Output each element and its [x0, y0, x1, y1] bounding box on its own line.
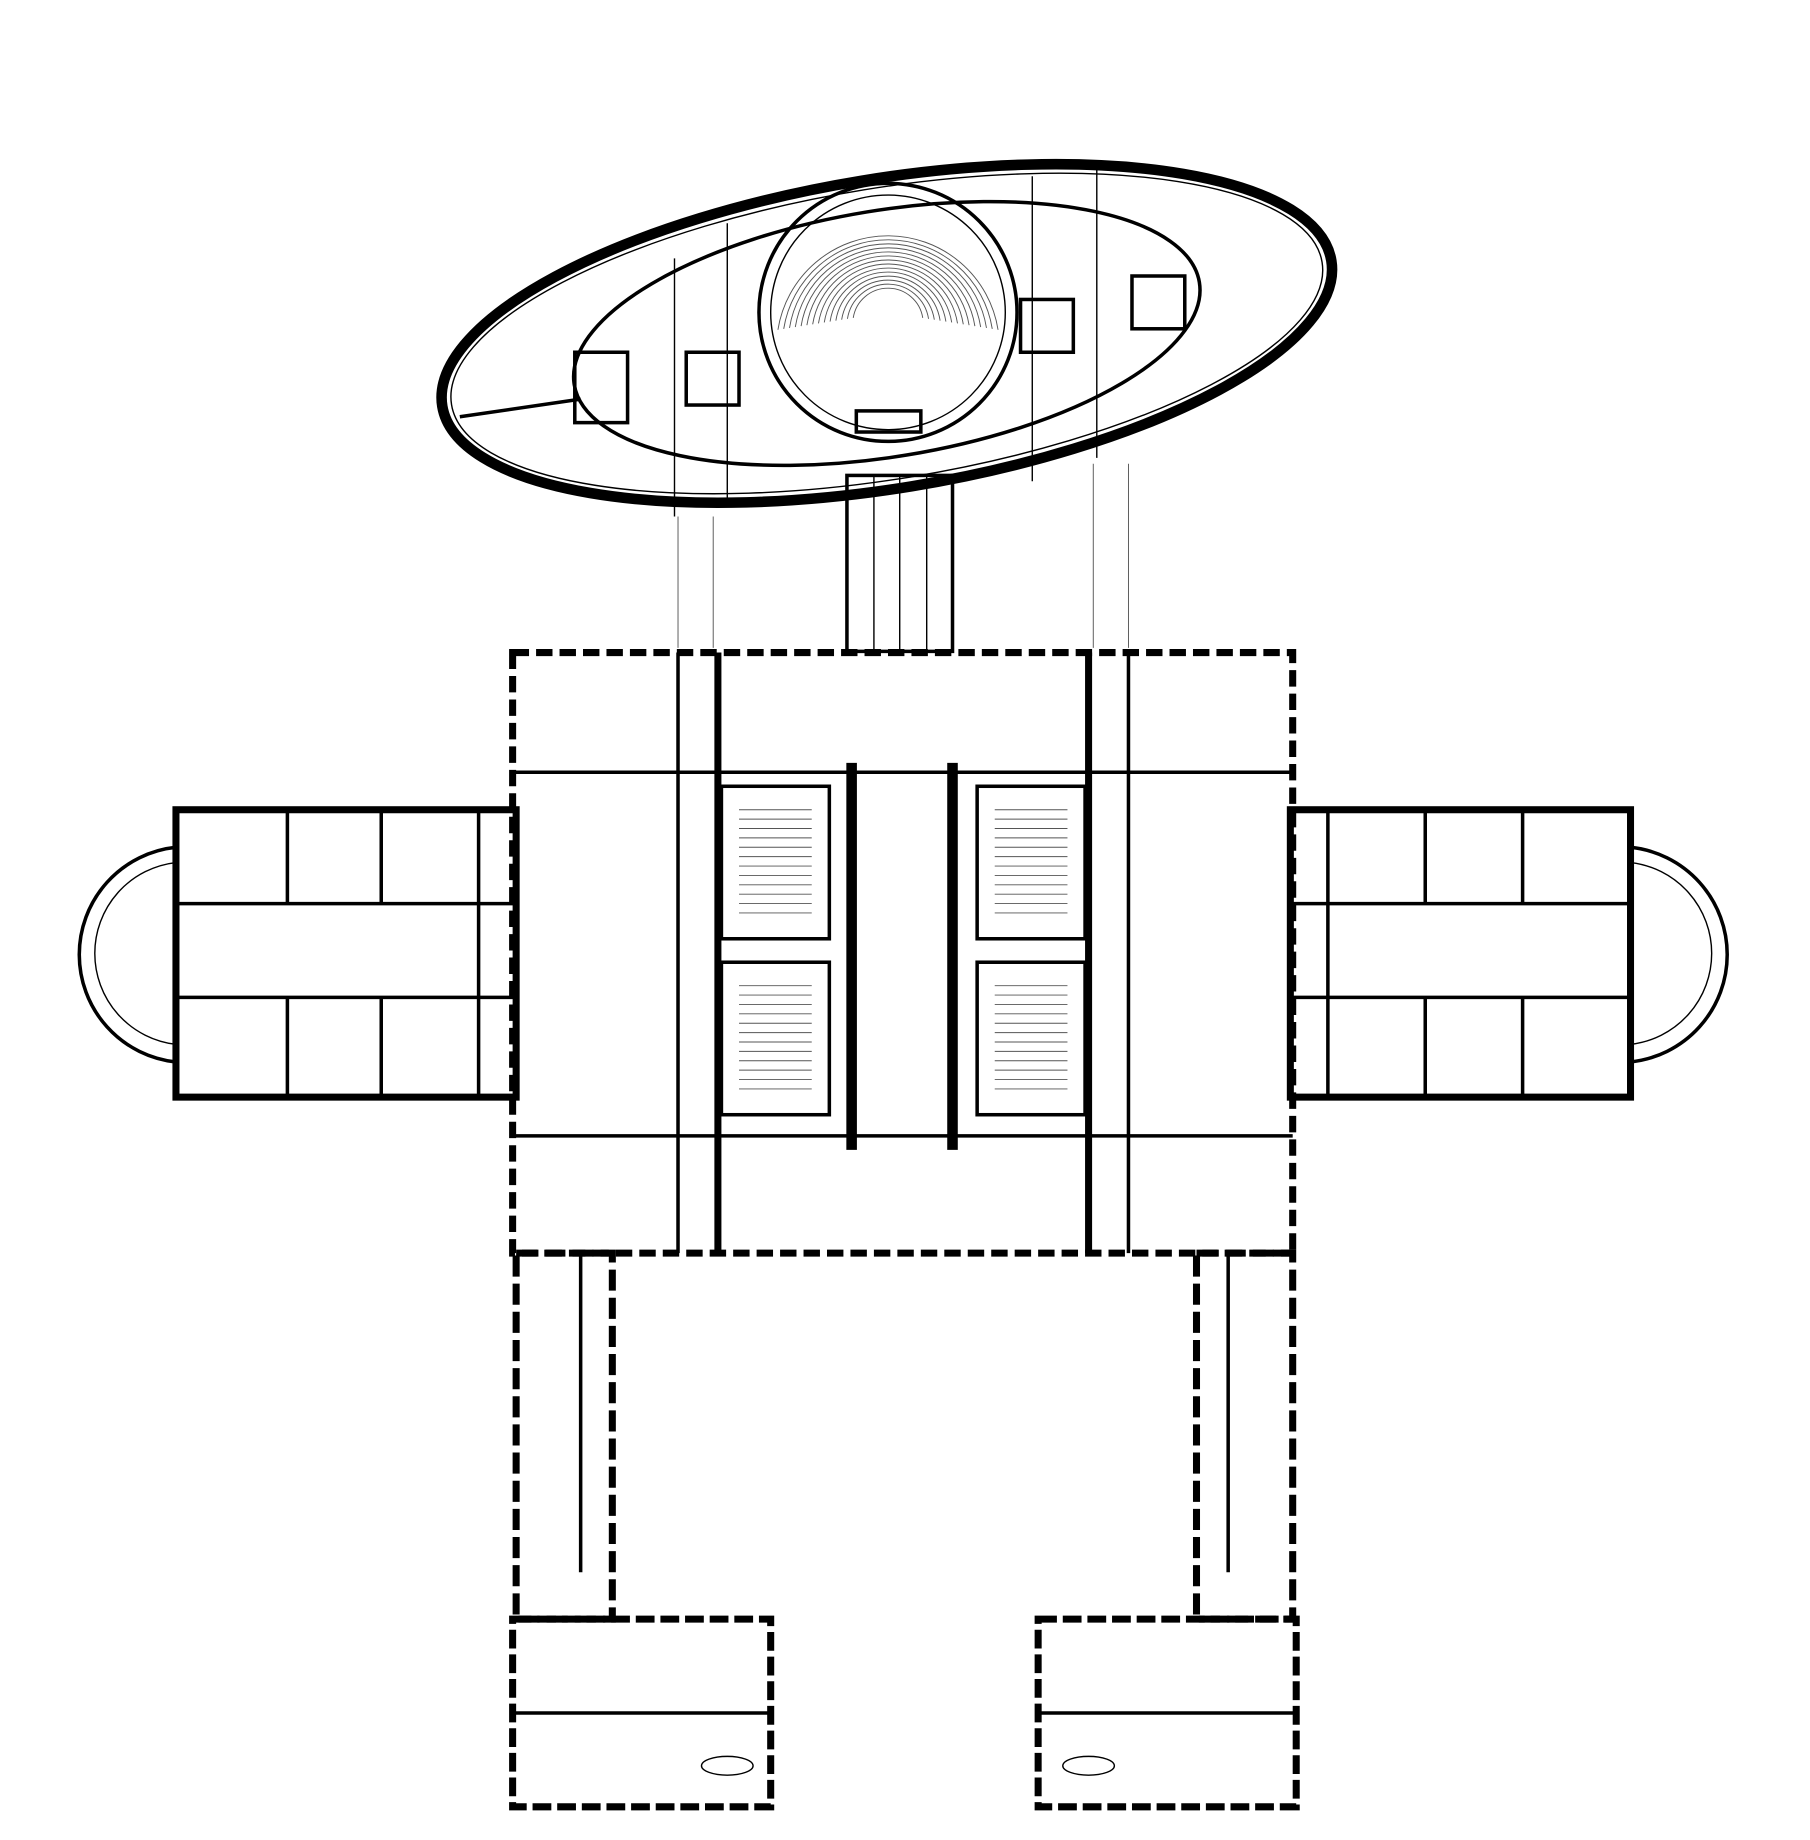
seat-row — [783, 239, 993, 329]
auditorium — [757, 181, 1019, 444]
central-block — [509, 649, 1297, 1257]
right-arm — [1034, 1249, 1300, 1811]
meeting-table — [700, 1755, 754, 1776]
seat-row — [789, 243, 987, 329]
lecture-halls — [719, 784, 1087, 1117]
seat-row — [835, 275, 941, 321]
left-arm — [509, 1249, 775, 1811]
seat-row — [806, 255, 970, 326]
lecture-hall — [719, 960, 832, 1117]
elliptical-building — [436, 158, 1338, 509]
bridge — [845, 473, 955, 654]
seat-row — [818, 263, 958, 324]
ellipse-rooms — [573, 164, 1187, 517]
lecture-hall — [975, 960, 1087, 1117]
right-wing — [1286, 806, 1729, 1101]
seat-row — [800, 251, 976, 327]
ellipse-partition — [459, 397, 581, 419]
lecture-hall — [719, 784, 832, 941]
seat-row — [852, 287, 924, 318]
seat-row — [846, 283, 930, 319]
support-lines — [677, 463, 1129, 648]
left-wing — [77, 806, 520, 1101]
meeting-table — [1062, 1755, 1116, 1776]
stage — [854, 409, 923, 434]
seat-row — [823, 267, 953, 323]
seat-row — [777, 235, 999, 330]
lecture-hall — [975, 784, 1087, 941]
seat-row — [841, 279, 935, 320]
seat-row — [812, 259, 964, 325]
seat-row — [829, 271, 947, 322]
seat-row — [794, 247, 982, 328]
